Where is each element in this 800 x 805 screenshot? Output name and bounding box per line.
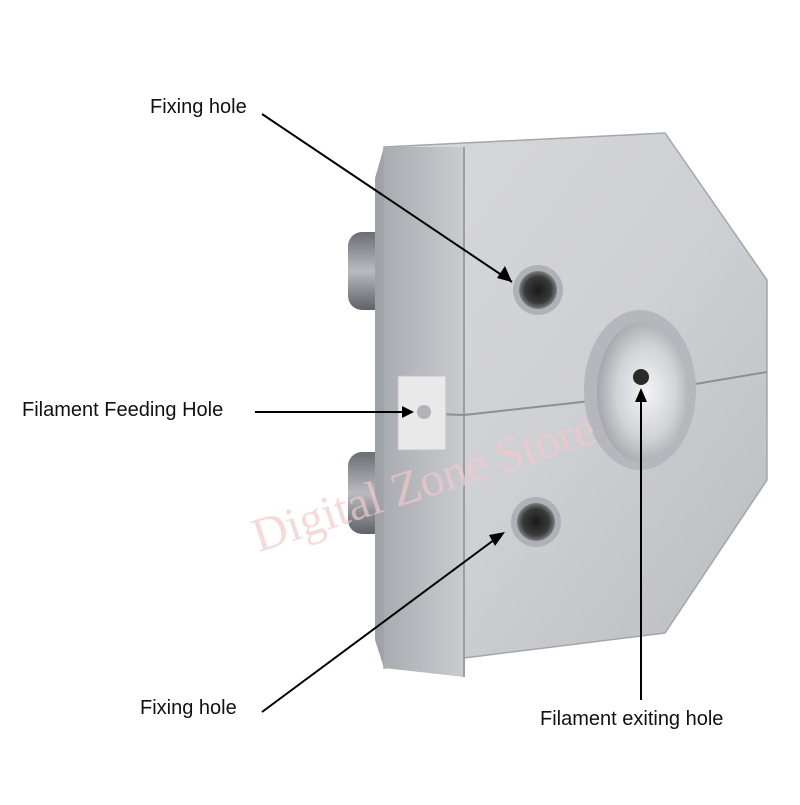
bottom-fixing-hole: [511, 497, 561, 547]
top-fixing-hole: [513, 265, 563, 315]
label-bottom-fixing-hole: Fixing hole: [140, 697, 237, 719]
block-edge: [375, 147, 384, 668]
leader-bottom-fixing: [261, 533, 503, 713]
arrowhead-exiting: [635, 388, 647, 402]
leader-lines: [255, 113, 642, 713]
label-filament-exiting-hole: Filament exiting hole: [540, 708, 724, 730]
filament-exit-hole: [633, 369, 649, 385]
leader-top-fixing: [261, 113, 513, 283]
label-top-fixing-hole: Fixing hole: [150, 96, 247, 118]
leader-arrowheads: [402, 266, 647, 546]
arrowhead-bottom-fixing: [489, 532, 505, 546]
arrowhead-feeding: [402, 406, 414, 418]
label-filament-feeding-hole: Filament Feeding Hole: [22, 399, 224, 421]
arrowhead-top-fixing: [497, 266, 512, 282]
